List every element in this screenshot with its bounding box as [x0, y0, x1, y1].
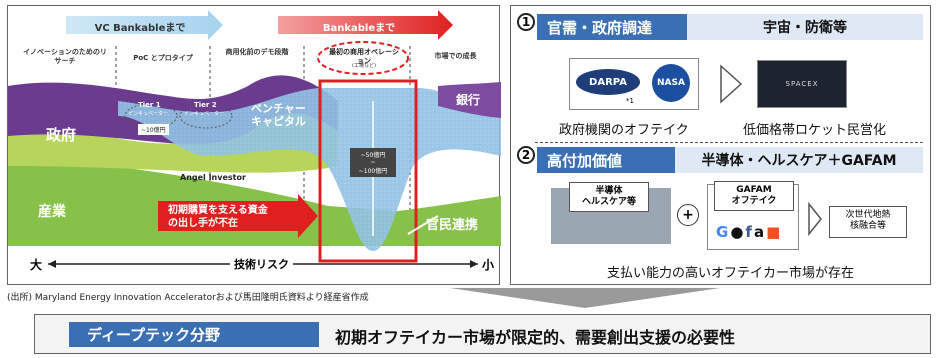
gov-logos-box: DARPA NASA *1	[569, 58, 699, 110]
red-note: 初期購買を支える資金 の出し手が不在	[168, 204, 268, 230]
red-note-1: 初期購買を支える資金	[168, 205, 268, 216]
first-commercial-oval	[317, 41, 409, 75]
tier1-label: Tier 1	[138, 101, 161, 109]
venture-label-2: キャピタル	[251, 115, 306, 129]
section1-subheading: 宇宙・防衛等	[687, 14, 923, 40]
section2-number: 2	[517, 146, 535, 164]
amount-large-2: ~	[370, 159, 376, 166]
deeptech-label: ディープテック分野	[69, 322, 319, 347]
amount-large-3: ~100億円	[358, 168, 388, 175]
plus-icon: +	[677, 204, 699, 226]
amount-small: ~10億円	[138, 124, 169, 135]
offtake-panel: 1 官需・政府調達 宇宙・防衛等 DARPA NASA *1 SPACEX 政府…	[510, 5, 931, 285]
red-note-arrow	[158, 194, 318, 238]
stage-poc: PoC とプロタイプ	[133, 54, 193, 62]
conclusion-text: 初期オフテイカー市場が限定的、需要創出支援の必要性	[335, 328, 736, 347]
fusion-label: 核融合等	[849, 220, 886, 231]
risk-big: 大	[30, 258, 43, 272]
next-gen-box: 次世代地熱 核融合等	[829, 206, 907, 238]
vc-bankable-label: VC Bankableまで	[94, 23, 186, 34]
risk-label: 技術リスク	[230, 256, 293, 272]
section1-number: 1	[517, 13, 535, 31]
chevron-right-icon-2	[808, 202, 822, 236]
nasa-logo: NASA	[652, 64, 690, 102]
chevron-right-icon	[720, 64, 743, 104]
ppp-label: 官民連携	[426, 218, 479, 233]
valley-band	[118, 88, 501, 251]
gafam-logos-icon: G●fa■	[716, 223, 783, 241]
stage-research: イノベーションのためのリサーチ	[23, 48, 107, 65]
stage-market-growth: 市場での成長	[434, 52, 477, 60]
venture-label: ベンチャー キャピタル	[251, 102, 306, 128]
geothermal-label: 次世代地熱	[845, 210, 891, 220]
stage-factory-note: (工場など)	[352, 63, 376, 69]
angel-label: Angel Investor	[180, 173, 246, 182]
funding-diagram-panel: VC Bankableまで Bankableまで イノベーションのためのリサーチ…	[7, 5, 501, 285]
section-divider	[535, 142, 923, 143]
darpa-logo: DARPA	[576, 69, 640, 95]
gafam-box: GAFAM オフテイク G●fa■	[707, 181, 799, 250]
red-highlight-box	[318, 79, 418, 263]
venture-label-1: ベンチャー	[251, 102, 306, 115]
industry-label: 産業	[38, 204, 66, 220]
section2-heading: 高付加価値	[537, 147, 675, 173]
tier2-label: Tier 2	[194, 101, 217, 109]
amount-large-1: ~50億円	[360, 152, 386, 159]
caption-offtaker-market: 支払い能力の高いオフテイカー市場が存在	[607, 266, 855, 281]
risk-small: 小	[482, 258, 495, 272]
incubator2-label: インキュベーター	[184, 111, 225, 117]
incubator1-label: インキュベーター	[128, 111, 169, 117]
bank-label: 銀行	[456, 93, 481, 107]
bankable-label: Bankableまで	[322, 23, 396, 34]
funding-curve-graphic	[8, 10, 501, 268]
stage-demo: 商用化前のデモ段階	[225, 48, 289, 56]
source-note: (出所) Maryland Energy Innovation Accelera…	[7, 293, 369, 303]
amount-large-box: ~50億円 ~ ~100億円	[350, 148, 396, 177]
semi-health-box: 半導体 ヘルスケア等	[569, 182, 649, 212]
gafam-label-box: GAFAM オフテイク	[714, 181, 794, 211]
government-label: 政府	[46, 126, 77, 144]
section1-heading: 官需・政府調達	[537, 14, 687, 40]
stage-first-commercial: 最初の商用オペレーション	[329, 48, 399, 65]
vc-bankable-arrow	[66, 10, 223, 40]
health-label: ヘルスケア等	[581, 196, 636, 207]
gafam-offtake-label: オフテイク	[731, 195, 777, 206]
bank-band	[438, 82, 501, 118]
caption-rocket: 低価格帯ロケット民営化	[743, 123, 887, 138]
red-note-2: の出し手が不在	[168, 218, 238, 229]
gafam-label: GAFAM	[736, 185, 772, 195]
note-1: *1	[626, 97, 634, 105]
spacex-image: SPACEX	[757, 60, 847, 108]
bankable-arrow	[278, 10, 453, 40]
semi-label: 半導体	[595, 186, 623, 196]
section2-subheading: 半導体・ヘルスケア＋GAFAM	[675, 147, 923, 173]
down-arrow-icon	[450, 288, 720, 308]
caption-gov-offtake: 政府機関のオフテイク	[559, 123, 689, 138]
conclusion-band: ディープテック分野 初期オフテイカー市場が限定的、需要創出支援の必要性	[34, 314, 931, 354]
